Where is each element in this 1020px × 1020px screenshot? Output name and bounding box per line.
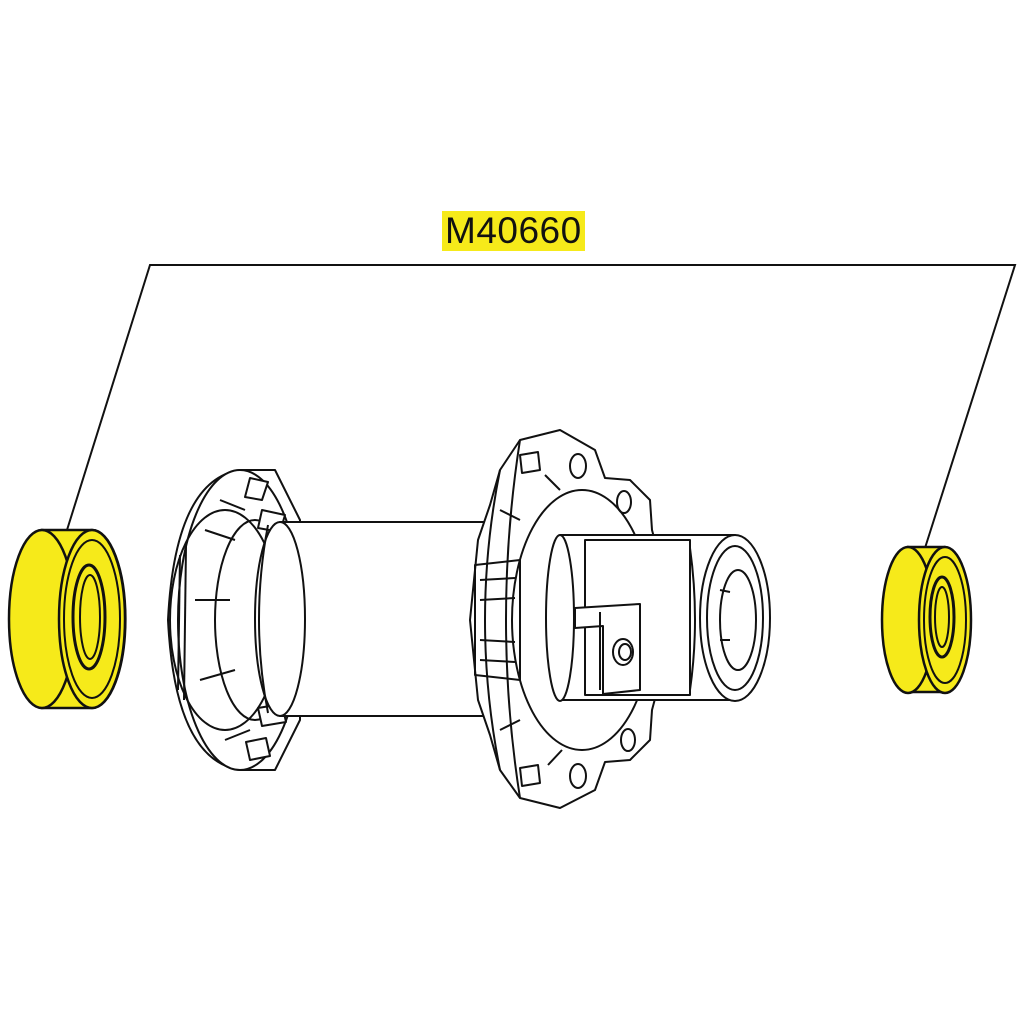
left-bearing[interactable] [7,528,127,710]
right-bearing[interactable] [880,545,973,695]
axle-end-cap [545,534,771,702]
hub-shell [254,521,486,717]
leader-lines [66,264,1017,549]
hub-body[interactable] [167,429,771,809]
part-number-label: M40660 [442,211,585,251]
leader-line-left [66,264,1017,549]
